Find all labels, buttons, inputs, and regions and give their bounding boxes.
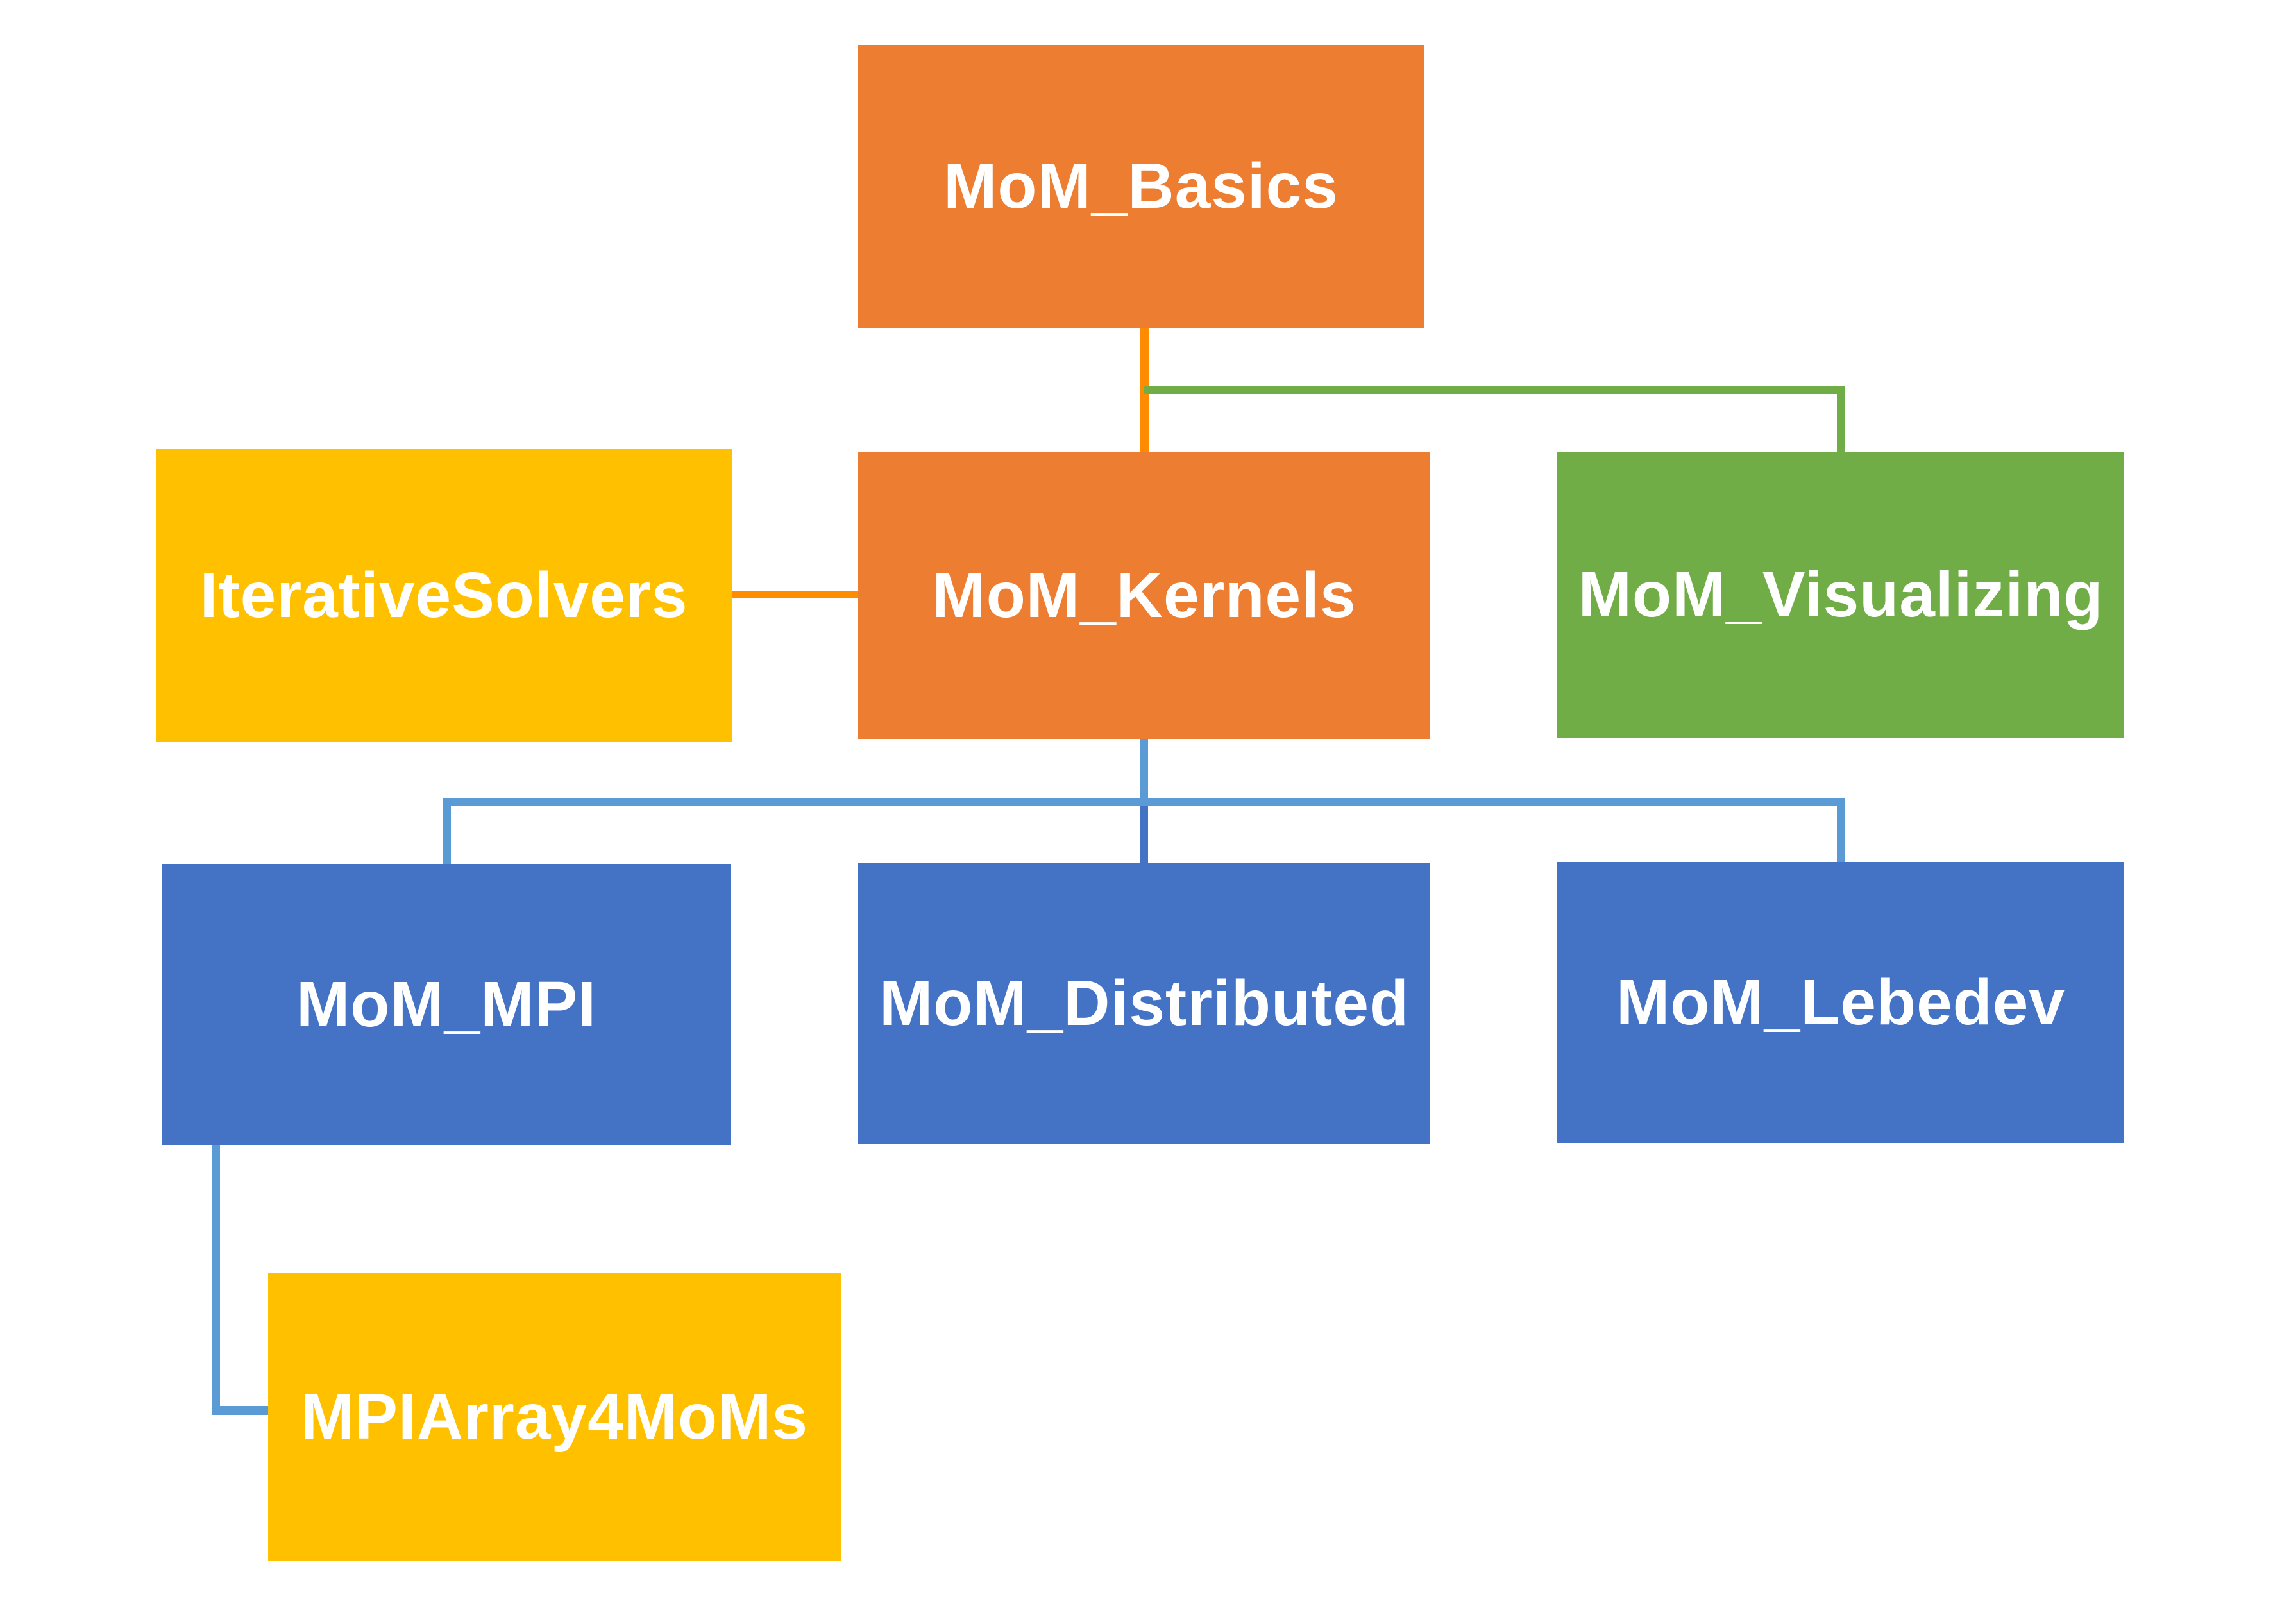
edge-mom-mpi-mpiarray4moms-vertical [212, 1145, 220, 1415]
edge-mom-kernels-children-trunk [1140, 739, 1148, 802]
node-mpiarray4moms: MPIArray4MoMs [268, 1273, 841, 1561]
node-iterativesolvers-label: IterativeSolvers [199, 559, 688, 631]
node-mom-visualizing-label: MoM_Visualizing [1578, 558, 2104, 630]
node-mom-mpi: MoM_MPI [162, 864, 731, 1145]
edge-drop-mom-mpi [443, 798, 451, 865]
edge-mom-basics-mom-visualizing-vertical [1837, 386, 1845, 453]
node-mom-lebedev-label: MoM_Lebedev [1616, 966, 2065, 1038]
edge-mom-mpi-mpiarray4moms-horizontal [212, 1406, 268, 1415]
node-mom-kernels: MoM_Kernels [858, 452, 1430, 739]
edge-mom-basics-mom-visualizing-horizontal [1144, 386, 1845, 394]
node-mom-basics: MoM_Basics [858, 45, 1424, 328]
node-mom-distributed-label: MoM_Distributed [879, 967, 1410, 1039]
edge-iterativesolvers-mom-kernels [732, 591, 858, 598]
edge-drop-mom-distributed [1140, 806, 1148, 864]
node-mom-mpi-label: MoM_MPI [296, 968, 597, 1040]
node-mom-basics-label: MoM_Basics [943, 150, 1339, 222]
node-mpiarray4moms-label: MPIArray4MoMs [301, 1380, 808, 1453]
node-mom-kernels-label: MoM_Kernels [932, 559, 1356, 631]
edge-drop-mom-lebedev [1837, 798, 1845, 863]
edge-mom-kernels-children-bus [443, 798, 1845, 806]
node-mom-visualizing: MoM_Visualizing [1557, 452, 2124, 738]
node-iterativesolvers: IterativeSolvers [156, 449, 732, 742]
node-mom-distributed: MoM_Distributed [858, 863, 1430, 1144]
node-mom-lebedev: MoM_Lebedev [1557, 862, 2124, 1143]
